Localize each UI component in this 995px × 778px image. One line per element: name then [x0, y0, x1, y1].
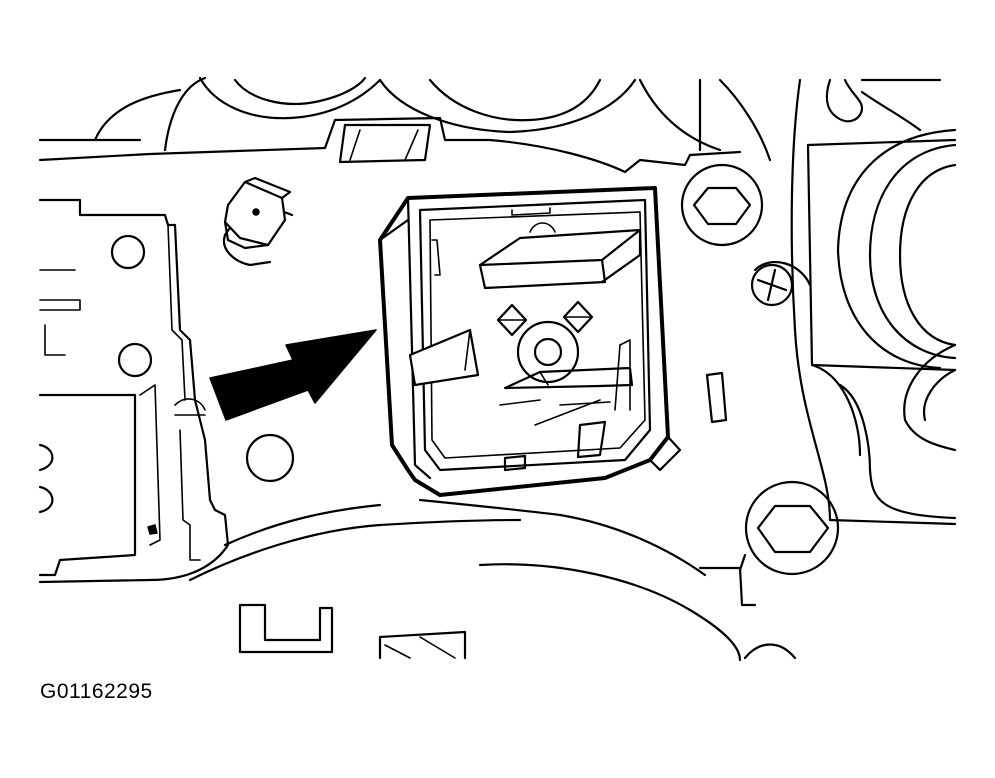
left-bracket	[38, 198, 230, 584]
housing-outline	[38, 76, 832, 522]
clip-fastener	[222, 176, 294, 267]
hex-bolt-lower	[744, 480, 840, 576]
top-tab	[338, 123, 432, 164]
switch-module	[378, 186, 682, 497]
pointer-arrow	[209, 329, 377, 421]
slot	[705, 371, 728, 424]
hex-bolt-upper	[680, 163, 764, 247]
mounting-hole	[245, 433, 295, 483]
figure-id-label: G01162295	[40, 680, 153, 703]
right-assembly	[806, 78, 957, 526]
lower-structure	[188, 498, 797, 662]
phillips-screw	[750, 261, 812, 307]
